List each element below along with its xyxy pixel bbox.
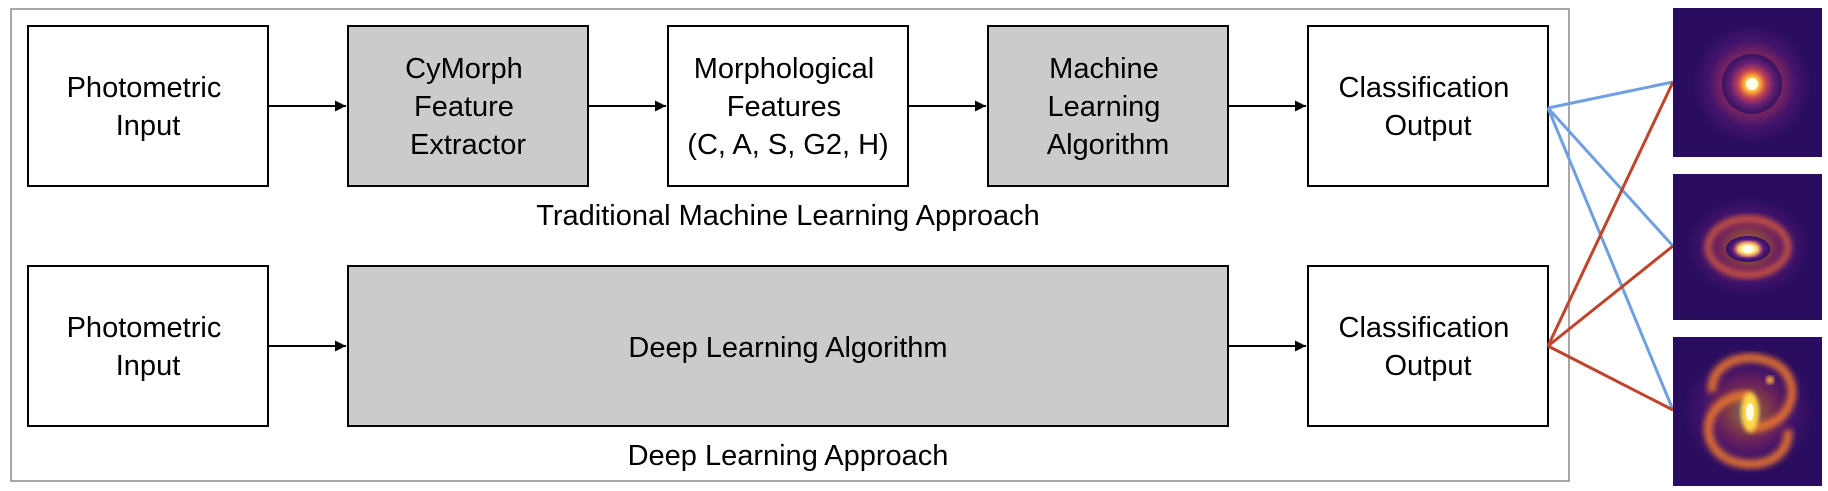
deep-learning-algorithm-box <box>347 265 1229 427</box>
blue-connector-3 <box>1546 107 1675 411</box>
trad-input-label: Photometric Input <box>67 72 230 142</box>
red-connector-1 <box>1546 81 1675 347</box>
morphological-features-box <box>667 25 909 187</box>
connectors <box>1546 80 1675 412</box>
deep-input-box <box>27 265 269 427</box>
trad-output-label: Classification Output <box>1339 72 1518 142</box>
blue-connector-2 <box>1546 106 1675 248</box>
ml-algorithm-box <box>987 25 1229 187</box>
cymorph-extractor-label: CyMorph Feature Extractor <box>405 53 531 161</box>
elliptical-galaxy-icon <box>1673 8 1822 157</box>
deep-output-label: Classification Output <box>1339 312 1518 382</box>
deep-row: Photometric Input Deep Learning Algorith… <box>27 265 1549 472</box>
deep-caption: Deep Learning Approach <box>628 440 949 472</box>
approaches-frame <box>10 8 1570 482</box>
cymorph-extractor-box <box>347 25 589 187</box>
ml-algorithm-label: Machine Learning Algorithm <box>1047 53 1170 161</box>
trad-output-box <box>1307 25 1549 187</box>
red-connector-2 <box>1547 244 1674 348</box>
trad-input-box <box>27 25 269 187</box>
morphological-features-label: Morphological Features (C, A, S, G2, H) <box>687 53 888 161</box>
red-connector-3 <box>1547 344 1674 412</box>
traditional-caption: Traditional Machine Learning Approach <box>536 200 1040 232</box>
traditional-row: Photometric Input CyMorph Feature Extrac… <box>27 25 1549 232</box>
deep-learning-algorithm-label: Deep Learning Algorithm <box>628 332 947 364</box>
barred-spiral-galaxy-icon <box>1673 174 1822 320</box>
blue-connector-1 <box>1547 80 1674 110</box>
deep-input-label: Photometric Input <box>67 312 230 382</box>
spiral-galaxy-icon <box>1673 337 1822 486</box>
deep-output-box <box>1307 265 1549 427</box>
